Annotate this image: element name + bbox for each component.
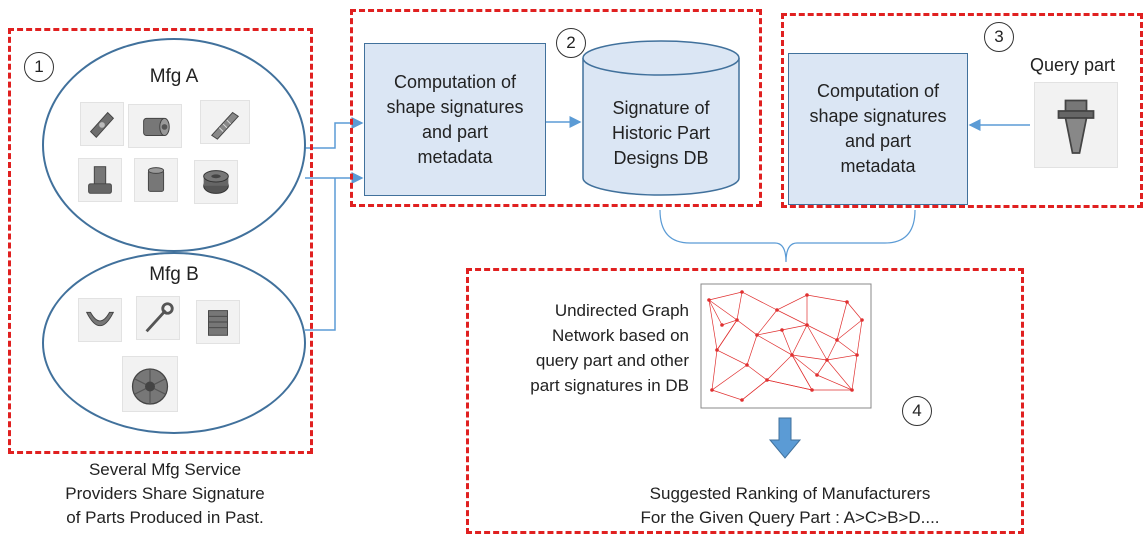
part-thumbnail: [200, 100, 250, 144]
part-thumbnail: [134, 158, 178, 202]
caption-line: Several Mfg Service: [88, 460, 242, 479]
region-1-frame: [8, 28, 313, 454]
database-label: Signature of Historic Part Designs DB: [582, 96, 740, 171]
computation-box: Computation of shape signatures and part…: [364, 43, 546, 196]
query-part-label: Query part: [1030, 55, 1116, 75]
ranking-line: For the Given Query Part : A>C>B>D....: [640, 508, 940, 527]
step-4-badge: 4: [902, 396, 932, 426]
query-part-thumbnail: [1034, 82, 1118, 168]
part-thumbnail: [80, 102, 124, 146]
graph-line: query part and other: [535, 351, 689, 370]
part-thumbnail: [128, 104, 182, 148]
box-line: metadata: [417, 146, 493, 167]
box-line: shape signatures: [809, 106, 947, 126]
down-arrow-icon: [768, 417, 802, 459]
part-thumbnail: [136, 296, 180, 340]
connector-mfg-a: [305, 117, 364, 149]
region-4-frame: [466, 268, 1024, 534]
box-line: Computation of: [393, 71, 517, 92]
box-line: Computation of: [816, 81, 940, 101]
caption-line: of Parts Produced in Past.: [66, 508, 264, 527]
caption-line: Providers Share Signature: [65, 484, 265, 503]
ranking-line: Suggested Ranking of Manufacturers: [649, 484, 931, 503]
computation-box: Computation of shape signatures and part…: [788, 53, 968, 205]
region-2-frame: [350, 9, 762, 207]
graph-line: Undirected Graph: [554, 301, 689, 320]
box-line: and part: [844, 131, 912, 151]
part-thumbnail: [122, 356, 178, 412]
db-line: Signature of: [612, 98, 710, 118]
graph-description: Undirected Graph Network based on query …: [484, 298, 689, 398]
region-3-frame: [781, 13, 1143, 208]
box-line: and part: [421, 121, 489, 142]
box-line: shape signatures: [386, 96, 524, 117]
graph-line: Network based on: [551, 326, 689, 345]
graph-network-plot: [700, 283, 872, 409]
ranking-text: Suggested Ranking of Manufacturers For t…: [600, 482, 980, 530]
db-line: Designs DB: [613, 148, 709, 168]
part-thumbnail: [194, 160, 238, 204]
brace-connector: [659, 209, 916, 263]
part-thumbnail: [78, 298, 122, 342]
mfg-b-title: Mfg B: [149, 264, 199, 285]
step-2-badge: 2: [556, 28, 586, 58]
mfg-a-title: Mfg A: [149, 66, 199, 87]
db-line: Historic Part: [611, 123, 710, 143]
database-cylinder: [582, 40, 740, 196]
step-1-badge: 1: [24, 52, 54, 82]
step-3-badge: 3: [984, 22, 1014, 52]
connector-mfg-b: [305, 178, 336, 331]
box-line: metadata: [840, 156, 916, 176]
part-thumbnail: [196, 300, 240, 344]
part-thumbnail: [78, 158, 122, 202]
region-1-caption: Several Mfg Service Providers Share Sign…: [40, 458, 290, 530]
graph-line: part signatures in DB: [530, 376, 689, 395]
